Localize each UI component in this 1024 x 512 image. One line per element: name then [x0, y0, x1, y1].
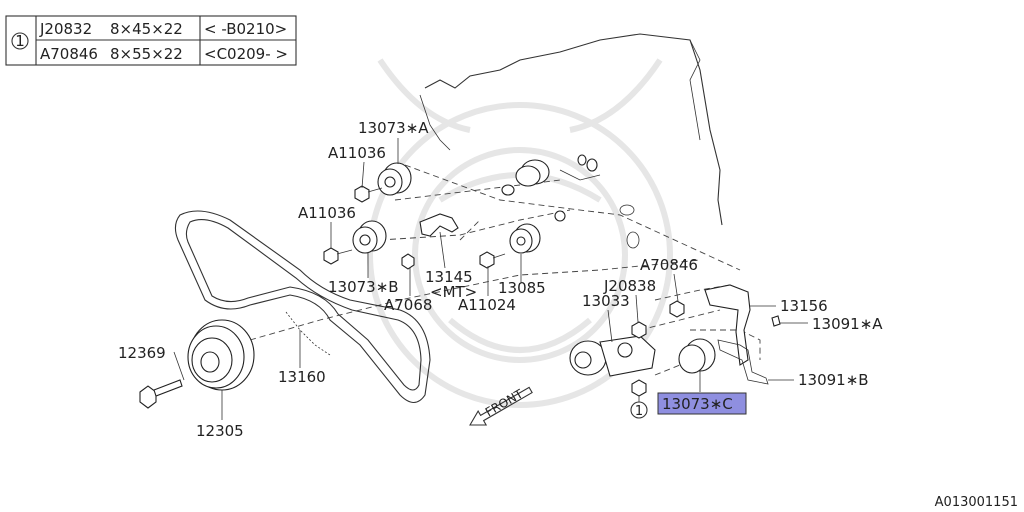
bracket-13145 — [419, 213, 459, 237]
tensioner-13033 — [569, 335, 656, 377]
table-marker: 1 — [15, 32, 25, 50]
label-13073a: 13073∗A — [358, 119, 429, 137]
clip-13091a — [771, 315, 781, 327]
bolt-a70846 — [669, 300, 685, 318]
bolt-j20838 — [631, 321, 647, 339]
diagram-id: A013001151 — [935, 495, 1018, 510]
label-13145: 13145 — [425, 268, 473, 286]
spec-table: 1 J20832 8×45×22 < -B0210> A70846 8×55×2… — [5, 15, 297, 66]
crank-pulley — [187, 319, 255, 391]
label-j20838: J20838 — [603, 277, 656, 295]
label-marker1: 1 — [635, 404, 643, 419]
bolt-a11024 — [479, 251, 506, 269]
label-a11024: A11024 — [458, 296, 516, 314]
label-13033: 13033 — [582, 292, 630, 310]
label-13145-mt: <MT> — [430, 283, 477, 301]
label-a11036-lower: A11036 — [298, 204, 356, 222]
bolt-a7068 — [401, 253, 415, 270]
label-13073c: 13073∗C — [662, 395, 733, 413]
label-13091a: 13091∗A — [812, 315, 883, 333]
idler-pulley-b — [352, 220, 387, 254]
label-a11036-upper: A11036 — [328, 144, 386, 162]
callout-labels: 13073∗A A11036 A11036 13073∗B 13145 <MT>… — [118, 119, 883, 440]
engine-block — [419, 33, 723, 249]
table-row2-range: <C0209- > — [204, 45, 288, 63]
table-row2-part: A70846 — [40, 45, 98, 63]
bolt-marker1 — [631, 379, 647, 397]
idler-pulley-13085 — [509, 223, 541, 254]
marker1-circle — [630, 401, 648, 419]
highlight-box-13073c — [657, 392, 747, 415]
upper-idler-assembly — [501, 154, 598, 222]
label-12305: 12305 — [196, 422, 244, 440]
drive-belt — [174, 210, 431, 404]
idler-pulley-a — [377, 162, 412, 196]
table-row1-size: 8×45×22 — [110, 20, 183, 38]
table-row1-part: J20832 — [39, 20, 92, 38]
table-row1-range: < -B0210> — [204, 20, 287, 38]
label-13085: 13085 — [498, 279, 546, 297]
bolt-a11036-lower — [323, 247, 353, 265]
label-13091b: 13091∗B — [798, 371, 869, 389]
leader-lines — [173, 138, 808, 420]
idler-pulley-c — [678, 338, 716, 374]
label-a7068: A7068 — [384, 296, 432, 314]
label-13160: 13160 — [278, 368, 326, 386]
guide-lines — [249, 164, 761, 376]
crank-bolt — [139, 379, 183, 409]
label-a70846: A70846 — [640, 256, 698, 274]
label-13156: 13156 — [780, 297, 828, 315]
label-12369: 12369 — [118, 344, 166, 362]
table-row2-size: 8×55×22 — [110, 45, 183, 63]
cover-13091b — [717, 339, 769, 385]
label-13073b: 13073∗B — [328, 278, 399, 296]
